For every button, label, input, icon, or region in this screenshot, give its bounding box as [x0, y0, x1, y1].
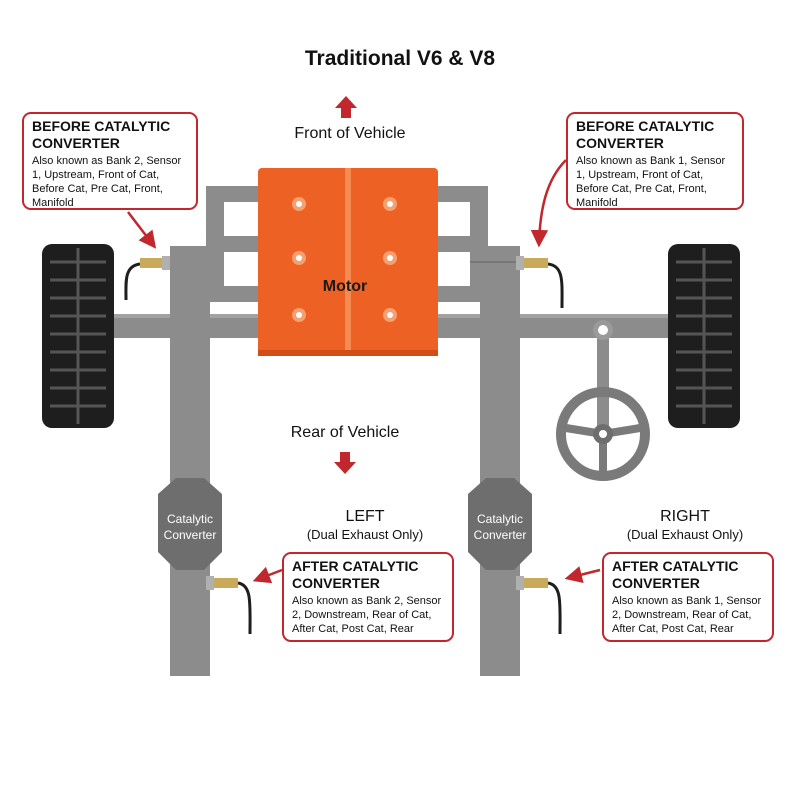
- left-subheading: (Dual Exhaust Only): [306, 527, 424, 542]
- rear-arrow-icon: [334, 452, 356, 474]
- motor-label: Motor: [322, 278, 368, 295]
- rear-of-vehicle-label: Rear of Vehicle: [290, 424, 400, 441]
- left-heading: LEFT: [345, 508, 385, 525]
- diagram-title: Traditional V6 & V8: [304, 47, 496, 70]
- downstream-sensor-left: [206, 576, 252, 635]
- left-cat-label: Catalytic Converter: [163, 512, 217, 542]
- engine-bolts: [292, 197, 397, 322]
- right-tire: [668, 244, 740, 428]
- left-side-label: LEFT (Dual Exhaust Only): [290, 508, 440, 542]
- front-of-vehicle-label: Front of Vehicle: [294, 125, 406, 142]
- right-cat-label: Catalytic Converter: [473, 512, 527, 542]
- steering-wheel: [556, 320, 650, 481]
- callout-before-left: BEFORE CATALYTIC CONVERTER Also known as…: [22, 112, 198, 210]
- right-heading: RIGHT: [660, 508, 710, 525]
- front-arrow-icon: [335, 96, 357, 118]
- left-tire: [42, 244, 114, 428]
- right-catalytic-converter: [468, 478, 532, 570]
- engine-block: [258, 168, 438, 356]
- pointer-before-right: [530, 159, 567, 248]
- right-subheading: (Dual Exhaust Only): [626, 527, 744, 542]
- pointer-after-left: [252, 566, 283, 584]
- callout-after-left: AFTER CATALYTIC CONVERTER Also known as …: [282, 552, 454, 642]
- pointer-before-left: [127, 211, 157, 249]
- callout-before-right: BEFORE CATALYTIC CONVERTER Also known as…: [566, 112, 744, 210]
- pointer-after-right: [564, 566, 601, 584]
- right-side-label: RIGHT (Dual Exhaust Only): [610, 508, 760, 542]
- left-catalytic-converter: [158, 478, 222, 570]
- callout-after-right: AFTER CATALYTIC CONVERTER Also known as …: [602, 552, 774, 642]
- upstream-sensor-right: [516, 256, 564, 309]
- upstream-sensor-left: [124, 256, 170, 301]
- downstream-sensor-right: [516, 576, 562, 635]
- left-exhaust-manifold: [170, 186, 264, 676]
